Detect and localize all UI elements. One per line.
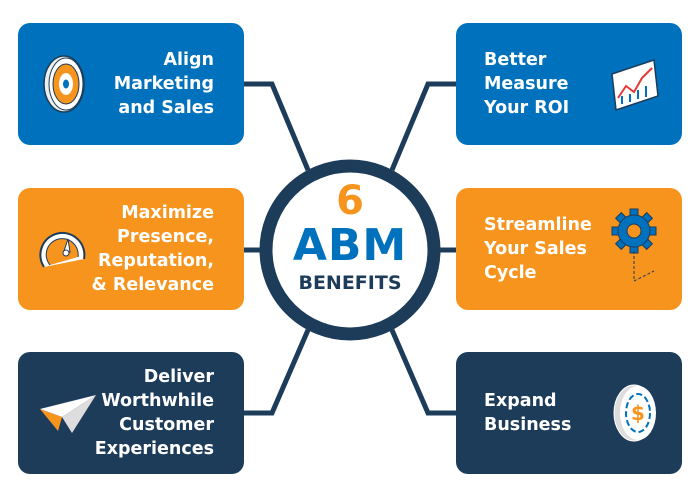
paper-plane-icon	[40, 395, 96, 433]
center-circle	[259, 159, 441, 341]
benefit-label: Align Marketing and Sales	[113, 50, 214, 118]
benefit-expand-business: $ Expand Business	[456, 352, 682, 474]
benefit-label: Deliver Worthwhile Customer Experiences	[94, 367, 214, 459]
benefit-streamline-sales-cycle: Streamline Your Sales Cycle	[456, 188, 682, 310]
target-icon	[43, 55, 85, 113]
benefit-measure-roi: Better Measure Your ROI	[456, 23, 682, 145]
benefit-align-marketing-sales: Align Marketing and Sales	[18, 23, 244, 145]
center-heading: ABM	[292, 220, 408, 271]
center-number: 6	[336, 178, 364, 224]
benefit-label: Maximize Presence, Reputation, & Relevan…	[91, 203, 214, 295]
gear-icon	[611, 208, 657, 282]
coin-icon: $	[613, 384, 656, 442]
chart-icon	[611, 58, 659, 112]
benefit-label: Streamline Your Sales Cycle	[484, 215, 592, 283]
svg-text:$: $	[631, 401, 645, 425]
benefit-deliver-experiences: Deliver Worthwhile Customer Experiences	[18, 352, 244, 474]
benefit-maximize-presence: Maximize Presence, Reputation, & Relevan…	[18, 188, 244, 310]
gauge-icon	[39, 231, 86, 268]
benefit-label: Better Measure Your ROI	[484, 50, 570, 118]
benefit-label: Expand Business	[484, 391, 572, 435]
center-subheading: BENEFITS	[298, 272, 402, 294]
center-title: 6 ABM BENEFITS	[260, 160, 440, 340]
